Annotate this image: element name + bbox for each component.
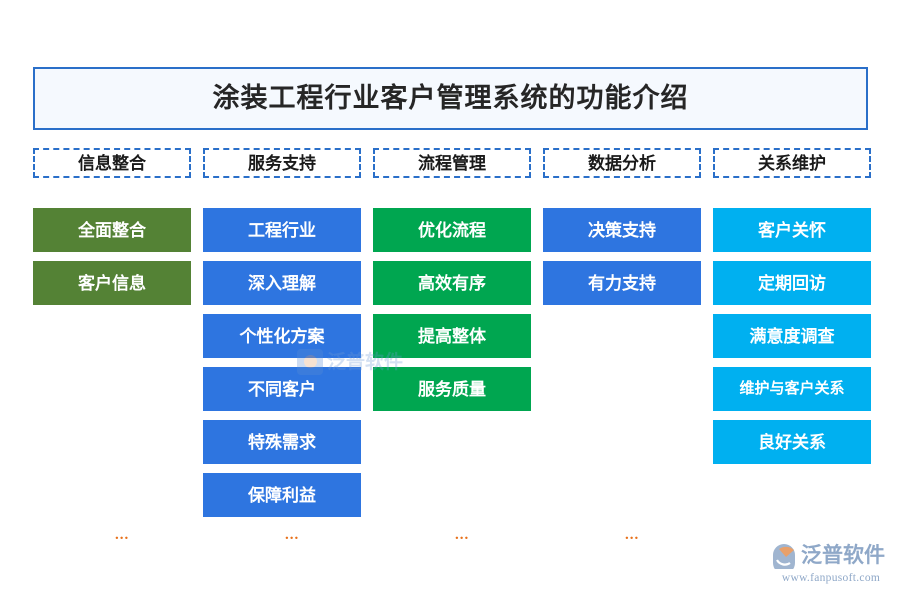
column-header-3[interactable]: 流程管理 bbox=[373, 148, 531, 178]
logo-website-url: www.fanpusoft.com bbox=[781, 572, 881, 584]
page-title: 涂装工程行业客户管理系统的功能介绍 bbox=[212, 83, 689, 113]
feature-cell[interactable]: 工程行业 bbox=[203, 208, 361, 252]
feature-cell[interactable]: 客户关怀 bbox=[713, 208, 871, 252]
column-ellipsis-1: ... bbox=[115, 527, 130, 543]
column-header-label: 流程管理 bbox=[418, 153, 486, 173]
feature-cell[interactable]: 维护与客户关系 bbox=[713, 367, 871, 411]
column-header-label: 信息整合 bbox=[78, 153, 146, 173]
feature-cell[interactable]: 特殊需求 bbox=[203, 420, 361, 464]
logo-row: 泛普软件 bbox=[770, 540, 892, 574]
column-1: 信息整合全面整合客户信息 bbox=[33, 148, 191, 314]
company-logo: 泛普软件 www.fanpusoft.com bbox=[770, 540, 892, 588]
column-header-label: 数据分析 bbox=[588, 153, 656, 173]
logo-company-name: 泛普软件 bbox=[801, 542, 885, 567]
column-5: 关系维护客户关怀定期回访满意度调查维护与客户关系良好关系 bbox=[713, 148, 871, 473]
feature-cell[interactable]: 定期回访 bbox=[713, 261, 871, 305]
feature-cell[interactable]: 不同客户 bbox=[203, 367, 361, 411]
feature-cell[interactable]: 良好关系 bbox=[713, 420, 871, 464]
feature-cell[interactable]: 决策支持 bbox=[543, 208, 701, 252]
column-header-1[interactable]: 信息整合 bbox=[33, 148, 191, 178]
feature-cell[interactable]: 客户信息 bbox=[33, 261, 191, 305]
column-header-label: 服务支持 bbox=[248, 153, 316, 173]
feature-cell[interactable]: 保障利益 bbox=[203, 473, 361, 517]
column-2: 服务支持工程行业深入理解个性化方案不同客户特殊需求保障利益 bbox=[203, 148, 361, 526]
title-banner: 涂装工程行业客户管理系统的功能介绍 bbox=[33, 67, 868, 130]
column-ellipsis-4: ... bbox=[625, 527, 640, 543]
column-ellipsis-3: ... bbox=[455, 527, 470, 543]
column-4: 数据分析决策支持有力支持 bbox=[543, 148, 701, 314]
feature-cell[interactable]: 深入理解 bbox=[203, 261, 361, 305]
column-ellipsis-2: ... bbox=[285, 527, 300, 543]
column-header-label: 关系维护 bbox=[758, 153, 826, 173]
feature-cell[interactable]: 满意度调查 bbox=[713, 314, 871, 358]
column-header-2[interactable]: 服务支持 bbox=[203, 148, 361, 178]
feature-cell[interactable]: 个性化方案 bbox=[203, 314, 361, 358]
feature-cell[interactable]: 全面整合 bbox=[33, 208, 191, 252]
column-header-4[interactable]: 数据分析 bbox=[543, 148, 701, 178]
feature-cell[interactable]: 提高整体 bbox=[373, 314, 531, 358]
fanpu-logo-icon bbox=[770, 541, 798, 574]
column-header-5[interactable]: 关系维护 bbox=[713, 148, 871, 178]
feature-cell[interactable]: 服务质量 bbox=[373, 367, 531, 411]
column-3: 流程管理优化流程高效有序提高整体服务质量 bbox=[373, 148, 531, 420]
feature-cell[interactable]: 有力支持 bbox=[543, 261, 701, 305]
feature-cell[interactable]: 高效有序 bbox=[373, 261, 531, 305]
feature-cell[interactable]: 优化流程 bbox=[373, 208, 531, 252]
